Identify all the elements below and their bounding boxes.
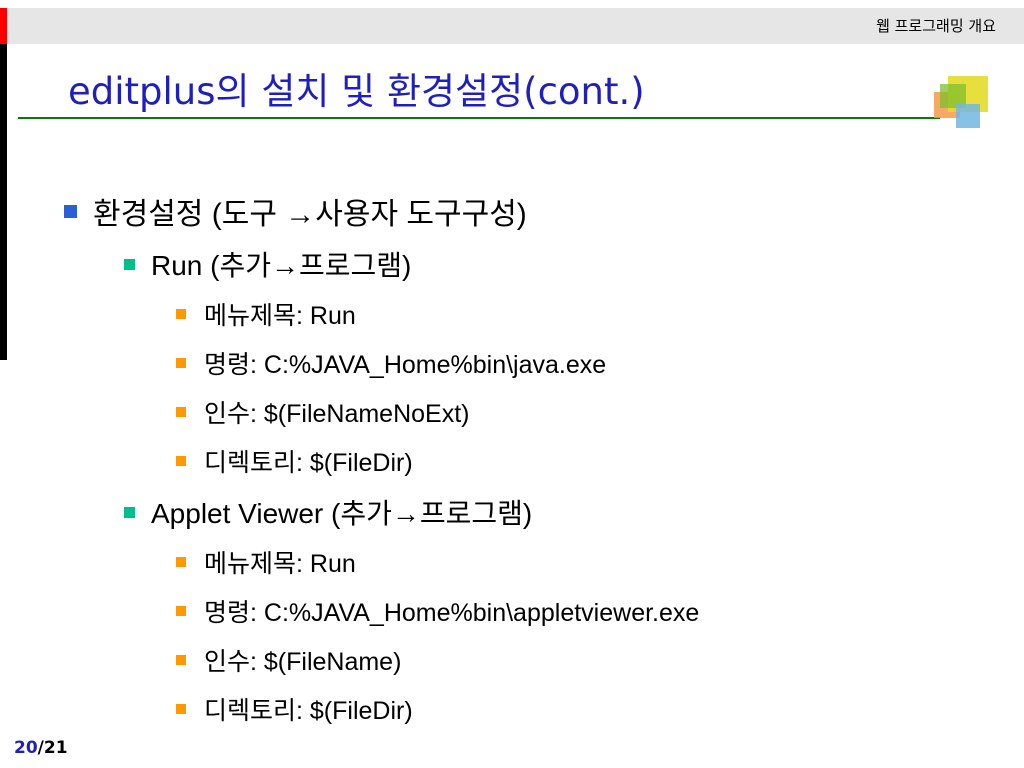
- bullet-text: 메뉴제목: Run: [204, 550, 356, 578]
- bullet-text: 디렉토리: $(FileDir): [204, 449, 413, 477]
- title-underline: [18, 117, 940, 119]
- header-band: [0, 8, 1024, 44]
- bullet-text: 명령: C:%JAVA_Home%bin\java.exe: [204, 351, 607, 379]
- total-pages: 21: [43, 738, 68, 758]
- course-title: 웹 프로그래밍 개요: [876, 17, 996, 35]
- square-bullet-icon: [176, 557, 186, 567]
- header-accent-bar: [0, 8, 7, 44]
- bullet-level3: 메뉴제목: Run: [176, 545, 356, 579]
- side-accent-bar: [0, 44, 7, 360]
- bullet-level3: 명령: C:%JAVA_Home%bin\appletviewer.exe: [176, 594, 699, 628]
- square-bullet-icon: [176, 407, 186, 417]
- bullet-level3: 인수: $(FileName): [176, 643, 401, 677]
- page-number: 20/21: [14, 737, 68, 759]
- square-bullet-icon: [176, 655, 186, 665]
- bullet-level3: 메뉴제목: Run: [176, 297, 356, 331]
- square-bullet-icon: [64, 204, 77, 218]
- square-bullet-icon: [176, 704, 186, 714]
- bullet-level3: 디렉토리: $(FileDir): [176, 692, 413, 726]
- bullet-level1: 환경설정 (도구 →사용자 도구구성): [64, 191, 527, 231]
- square-bullet-icon: [176, 606, 186, 616]
- bullet-level3: 인수: $(FileNameNoExt): [176, 395, 470, 429]
- bullet-text: 인수: $(FileName): [204, 648, 402, 676]
- bullet-text: 인수: $(FileNameNoExt): [204, 400, 470, 428]
- bullet-text: Applet Viewer (추가→프로그램): [151, 498, 533, 529]
- bullet-level3: 명령: C:%JAVA_Home%bin\java.exe: [176, 346, 606, 380]
- square-bullet-icon: [176, 309, 186, 319]
- bullet-text: 메뉴제목: Run: [204, 302, 356, 330]
- bullet-text: 명령: C:%JAVA_Home%bin\appletviewer.exe: [204, 599, 700, 627]
- slide-title: editplus의 설치 및 환경설정(cont.): [68, 70, 645, 113]
- bullet-level3: 디렉토리: $(FileDir): [176, 444, 413, 478]
- square-bullet-icon: [124, 506, 135, 518]
- bullet-level2: Run (추가→프로그램): [124, 245, 411, 283]
- current-page: 20: [14, 738, 38, 758]
- bullet-text: Run (추가→프로그램): [151, 250, 412, 281]
- square-bullet-icon: [176, 456, 186, 466]
- page-separator: /: [37, 738, 44, 758]
- decorative-squares-logo: [934, 76, 988, 128]
- square-bullet-icon: [176, 358, 186, 368]
- bullet-level2: Applet Viewer (추가→프로그램): [124, 493, 532, 531]
- square-bullet-icon: [124, 258, 135, 270]
- bullet-text: 환경설정 (도구 →사용자 도구구성): [93, 198, 527, 231]
- bullet-text: 디렉토리: $(FileDir): [204, 697, 413, 725]
